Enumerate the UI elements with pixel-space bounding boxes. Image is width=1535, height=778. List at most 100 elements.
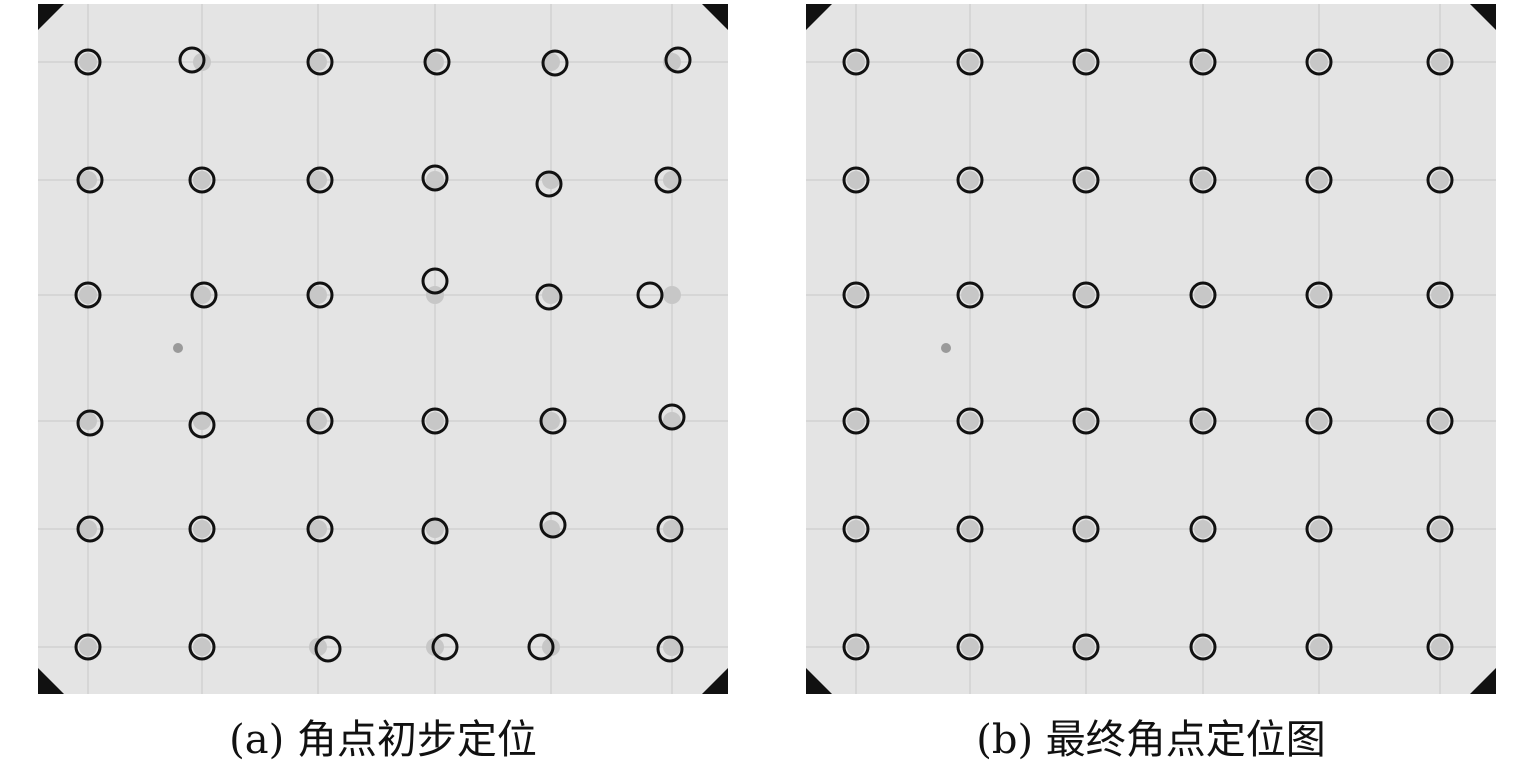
- plate-dot-icon: [847, 286, 865, 304]
- plate-dot-icon: [1194, 286, 1212, 304]
- plate-dot-icon: [309, 638, 327, 656]
- corner-block-icon: [38, 668, 64, 694]
- marker-circle-icon: [656, 635, 684, 663]
- marker-circle-icon: [956, 515, 984, 543]
- marker-circle-icon: [1072, 166, 1100, 194]
- marker-circle-icon: [306, 407, 334, 435]
- marker-circle-icon: [636, 281, 664, 309]
- plate-dot-icon: [79, 171, 97, 189]
- marker-circle-icon: [1426, 407, 1454, 435]
- plate-dot-icon: [663, 286, 681, 304]
- marker-circle-icon: [188, 166, 216, 194]
- marker-circle-icon: [1072, 407, 1100, 435]
- plate-dot-icon: [1310, 520, 1328, 538]
- plate-dot-icon: [961, 412, 979, 430]
- plate-dot-icon: [961, 171, 979, 189]
- plate-dot-icon: [542, 412, 560, 430]
- marker-circle-icon: [76, 515, 104, 543]
- corner-block-icon: [1470, 668, 1496, 694]
- marker-circle-icon: [539, 407, 567, 435]
- plate-dot-icon: [193, 171, 211, 189]
- marker-circle-icon: [1189, 515, 1217, 543]
- plate-dot-icon: [1310, 638, 1328, 656]
- marker-circle-icon: [421, 517, 449, 545]
- marker-circle-icon: [1305, 281, 1333, 309]
- marker-circle-icon: [188, 633, 216, 661]
- plate-dot-icon: [193, 520, 211, 538]
- marker-circle-icon: [654, 166, 682, 194]
- marker-circle-icon: [1189, 166, 1217, 194]
- plate-dot-icon: [1310, 171, 1328, 189]
- marker-circle-icon: [842, 515, 870, 543]
- plate-dot-icon: [1310, 412, 1328, 430]
- marker-circle-icon: [541, 49, 569, 77]
- plate-dot-icon: [663, 412, 681, 430]
- marker-circle-icon: [956, 407, 984, 435]
- plate-dot-icon: [1194, 53, 1212, 71]
- plate-dot-icon: [1431, 286, 1449, 304]
- plate-dot-icon: [79, 286, 97, 304]
- plate-dot-icon: [426, 171, 444, 189]
- marker-circle-icon: [314, 635, 342, 663]
- plate-speck: [173, 343, 183, 353]
- marker-circle-icon: [842, 166, 870, 194]
- marker-circle-icon: [190, 281, 218, 309]
- plate-dot-icon: [79, 520, 97, 538]
- plate-dot-icon: [1077, 520, 1095, 538]
- plate-dot-icon: [542, 286, 560, 304]
- marker-circle-icon: [421, 407, 449, 435]
- marker-circle-icon: [956, 281, 984, 309]
- image-panel-final: [806, 4, 1496, 694]
- plate-dot-icon: [1310, 286, 1328, 304]
- plate-dot-icon: [1077, 638, 1095, 656]
- plate-dot-icon: [1431, 638, 1449, 656]
- marker-circle-icon: [1072, 515, 1100, 543]
- plate-dot-icon: [309, 171, 327, 189]
- marker-circle-icon: [1305, 166, 1333, 194]
- plate-dot-icon: [542, 638, 560, 656]
- plate-dot-icon: [1194, 412, 1212, 430]
- plate-dot-icon: [426, 53, 444, 71]
- marker-circle-icon: [1305, 407, 1333, 435]
- marker-circle-icon: [1189, 407, 1217, 435]
- marker-circle-icon: [842, 407, 870, 435]
- corner-detection-overlay: [806, 4, 1496, 694]
- marker-circle-icon: [188, 411, 216, 439]
- plate-dot-icon: [1431, 53, 1449, 71]
- image-panel-initial: [38, 4, 728, 694]
- plate-dot-icon: [79, 638, 97, 656]
- plate-dot-icon: [847, 171, 865, 189]
- plate-dot-icon: [79, 412, 97, 430]
- marker-circle-icon: [1426, 166, 1454, 194]
- marker-circle-icon: [76, 166, 104, 194]
- plate-dot-icon: [309, 53, 327, 71]
- marker-circle-icon: [421, 267, 449, 295]
- marker-circle-icon: [664, 46, 692, 74]
- corner-block-icon: [806, 668, 832, 694]
- plate-dot-icon: [309, 412, 327, 430]
- marker-circle-icon: [956, 166, 984, 194]
- marker-circle-icon: [1426, 48, 1454, 76]
- marker-circle-icon: [956, 48, 984, 76]
- corner-detection-overlay: [38, 4, 728, 694]
- plate-dot-icon: [193, 286, 211, 304]
- marker-circle-icon: [74, 48, 102, 76]
- marker-circle-icon: [188, 515, 216, 543]
- marker-circle-icon: [306, 515, 334, 543]
- plate-dot-icon: [1077, 53, 1095, 71]
- plate-dot-icon: [961, 53, 979, 71]
- marker-circle-icon: [1426, 281, 1454, 309]
- plate-dot-icon: [663, 520, 681, 538]
- plate-dot-icon: [1431, 171, 1449, 189]
- plate-dot-icon: [961, 286, 979, 304]
- plate-dot-icon: [1431, 520, 1449, 538]
- plate-dot-icon: [1077, 171, 1095, 189]
- marker-circle-icon: [1072, 633, 1100, 661]
- marker-circle-icon: [1072, 48, 1100, 76]
- plate-dot-icon: [79, 53, 97, 71]
- plate-dot-icon: [426, 638, 444, 656]
- marker-circle-icon: [842, 48, 870, 76]
- marker-circle-icon: [1305, 48, 1333, 76]
- corner-block-icon: [38, 4, 64, 30]
- plate-dot-icon: [961, 638, 979, 656]
